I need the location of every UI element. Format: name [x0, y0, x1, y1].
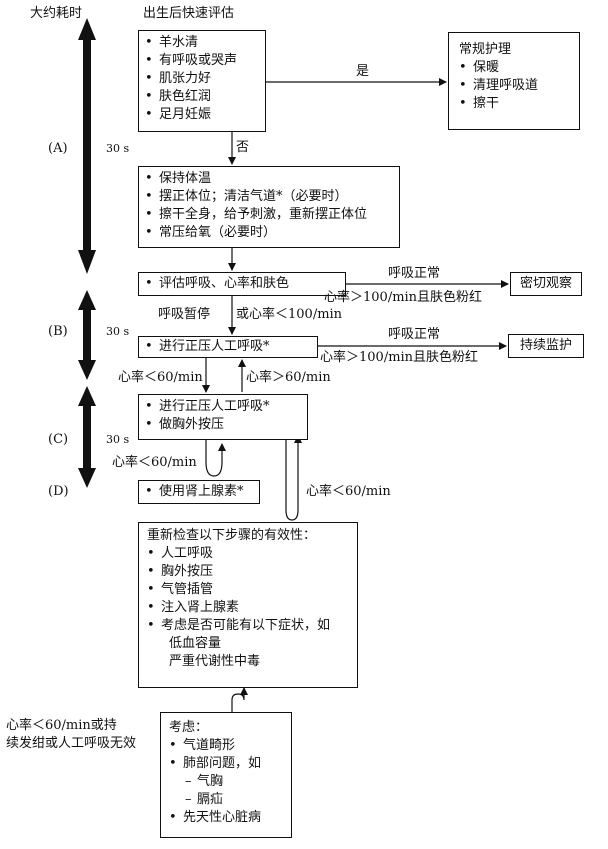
phase-label-c: (C)	[48, 432, 69, 447]
timeline-arrow-c	[78, 386, 96, 488]
edge-hr-under-60-b	[205, 440, 226, 477]
recheck-box: 重新检查以下步骤的有效性： 人工呼吸 胸外按压 气管插管 注入肾上腺素 考虑是否…	[138, 522, 358, 688]
assess-item: 有呼吸或哭声	[145, 52, 259, 70]
ppv-item: 进行正压人工呼吸*	[145, 338, 311, 356]
phase-label-b: (B)	[48, 324, 68, 339]
epinephrine-item: 使用肾上腺素*	[145, 483, 253, 501]
consider-sub-item: 膈疝	[169, 791, 283, 809]
consider-item: 气道畸形	[169, 737, 283, 755]
consider-box: 考虑： 气道畸形 肺部问题，如 气胸 膈疝 先天性心脏病	[160, 712, 292, 838]
evaluate-item: 评估呼吸、心率和肤色	[145, 275, 339, 293]
recheck-sub-item: 严重代谢性中毒	[169, 654, 261, 669]
initial-step-item: 擦干全身，给予刺激，重新摆正体位	[145, 206, 393, 224]
assess-item: 肌张力好	[145, 70, 259, 88]
edge-label-persistent-1: 心率＜60/min或持	[6, 718, 117, 733]
edge-label-apnea: 呼吸暂停	[158, 307, 211, 322]
recheck-item: 胸外按压	[147, 563, 349, 581]
edge-label-or-hr-under-100: 或心率＜100/min	[236, 307, 343, 322]
phase-duration-c: 30 s	[106, 433, 130, 446]
edge-label-yes: 是	[356, 64, 370, 79]
routine-item: 清理呼吸道	[459, 77, 569, 95]
recheck-item: 气管插管	[147, 581, 349, 599]
routine-title: 常规护理	[459, 42, 512, 57]
phase-duration-b: 30 s	[106, 325, 130, 338]
consider-item: 肺部问题，如	[169, 755, 283, 773]
initial-steps-box: 保持体温 摆正体位；清洁气道*（必要时） 擦干全身，给予刺激，重新摆正体位 常压…	[138, 166, 400, 248]
ppv-box: 进行正压人工呼吸*	[138, 336, 318, 358]
edge-label-hr-under-60-c: 心率＜60/min	[306, 484, 391, 499]
recheck-title: 重新检查以下步骤的有效性：	[147, 528, 317, 543]
edge-label-hr-under-60-a: 心率＜60/min	[118, 370, 203, 385]
timeline-arrow-a	[78, 18, 96, 274]
ppv-cpr-box: 进行正压人工呼吸* 做胸外按压	[138, 394, 308, 440]
routine-item: 擦干	[459, 95, 569, 113]
observe-box: 密切观察	[510, 272, 582, 296]
epinephrine-box: 使用肾上腺素*	[138, 480, 260, 504]
edge-label-breathing-normal-1: 呼吸正常	[388, 266, 441, 281]
ppv-cpr-item: 做胸外按压	[145, 416, 301, 434]
recheck-item: 人工呼吸	[147, 545, 349, 563]
monitor-box: 持续监护	[508, 334, 584, 358]
initial-step-item: 常压给氧（必要时）	[145, 224, 393, 242]
edge-label-no: 否	[236, 140, 250, 155]
recheck-item: 考虑是否可能有以下症状，如	[147, 617, 349, 635]
consider-item: 先天性心脏病	[169, 809, 283, 827]
edge-label-hr-over-100-1: 心率＞100/min且肤色粉红	[324, 290, 483, 305]
edge-label-hr-over-100-2: 心率＞100/min且肤色粉红	[320, 350, 479, 365]
assess-item: 肤色红润	[145, 88, 259, 106]
evaluate-box: 评估呼吸、心率和肤色	[138, 272, 346, 296]
edge-hr-under-60-c	[285, 435, 302, 521]
edge-label-persistent-2: 续发绀或人工呼吸无效	[6, 736, 137, 751]
phase-duration-a: 30 s	[106, 142, 130, 155]
assess-box: 羊水清 有呼吸或哭声 肌张力好 肤色红润 足月妊娠	[138, 30, 266, 132]
consider-sub-item: 气胸	[169, 773, 283, 791]
edge-label-hr-under-60-b: 心率＜60/min	[112, 455, 197, 470]
timeline-arrow-b	[78, 290, 96, 380]
recheck-item: 注入肾上腺素	[147, 599, 349, 617]
assess-item: 足月妊娠	[145, 106, 259, 124]
ppv-cpr-item: 进行正压人工呼吸*	[145, 398, 301, 416]
monitor-label: 持续监护	[519, 338, 572, 353]
observe-label: 密切观察	[519, 276, 572, 291]
edge-label-hr-over-60: 心率＞60/min	[246, 370, 331, 385]
initial-step-item: 摆正体位；清洁气道*（必要时）	[145, 188, 393, 206]
routine-item: 保暖	[459, 59, 569, 77]
phase-label-d: (D)	[48, 484, 69, 499]
phase-label-a: (A)	[48, 141, 68, 156]
recheck-sub-item: 低血容量	[169, 636, 222, 651]
edge-persistent	[231, 687, 248, 712]
consider-title: 考虑：	[169, 720, 209, 735]
assess-item: 羊水清	[145, 34, 259, 52]
initial-step-item: 保持体温	[145, 170, 393, 188]
edge-label-breathing-normal-2: 呼吸正常	[388, 327, 441, 342]
routine-care-box: 常规护理 保暖 清理呼吸道 擦干	[448, 32, 580, 130]
assess-title: 出生后快速评估	[143, 6, 235, 21]
timeline-header: 大约耗时	[30, 6, 83, 21]
